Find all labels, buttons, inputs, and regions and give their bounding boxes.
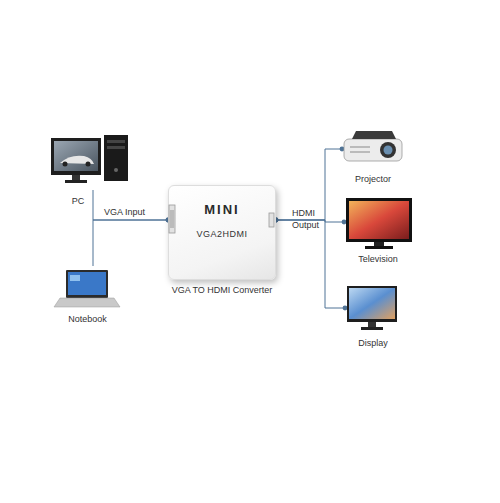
device-label: Television	[358, 254, 398, 264]
port-label: HDMI Output	[292, 207, 328, 231]
connector-dot	[343, 306, 348, 311]
pc-drawing	[51, 135, 128, 183]
device-label: Display	[358, 338, 388, 348]
television-node: Television	[344, 196, 412, 248]
connector-line	[276, 220, 345, 308]
notebook-drawing	[54, 270, 120, 307]
port-label: VGA Input	[104, 206, 164, 218]
device-label: Notebook	[68, 314, 107, 324]
connector-dot	[340, 147, 345, 152]
notebook-node: Notebook	[60, 266, 115, 308]
model-text: VGA2HDMI	[196, 229, 247, 239]
television-drawing	[346, 198, 412, 249]
device-label: PC	[72, 196, 85, 206]
connector-dot	[342, 220, 347, 225]
converter-box: MINIVGA2HDMIVGA TO HDMI Converter	[168, 185, 276, 280]
display-drawing	[347, 286, 397, 330]
projector-node: Projector	[342, 130, 404, 168]
pc-node: PC	[45, 130, 135, 190]
device-label: Projector	[355, 174, 391, 184]
projector-drawing	[344, 131, 402, 161]
display-node: Display	[345, 284, 401, 332]
connector-line	[93, 190, 168, 220]
brand-text: MINI	[204, 202, 239, 217]
connector-line	[93, 220, 168, 266]
device-caption: VGA TO HDMI Converter	[172, 285, 273, 295]
